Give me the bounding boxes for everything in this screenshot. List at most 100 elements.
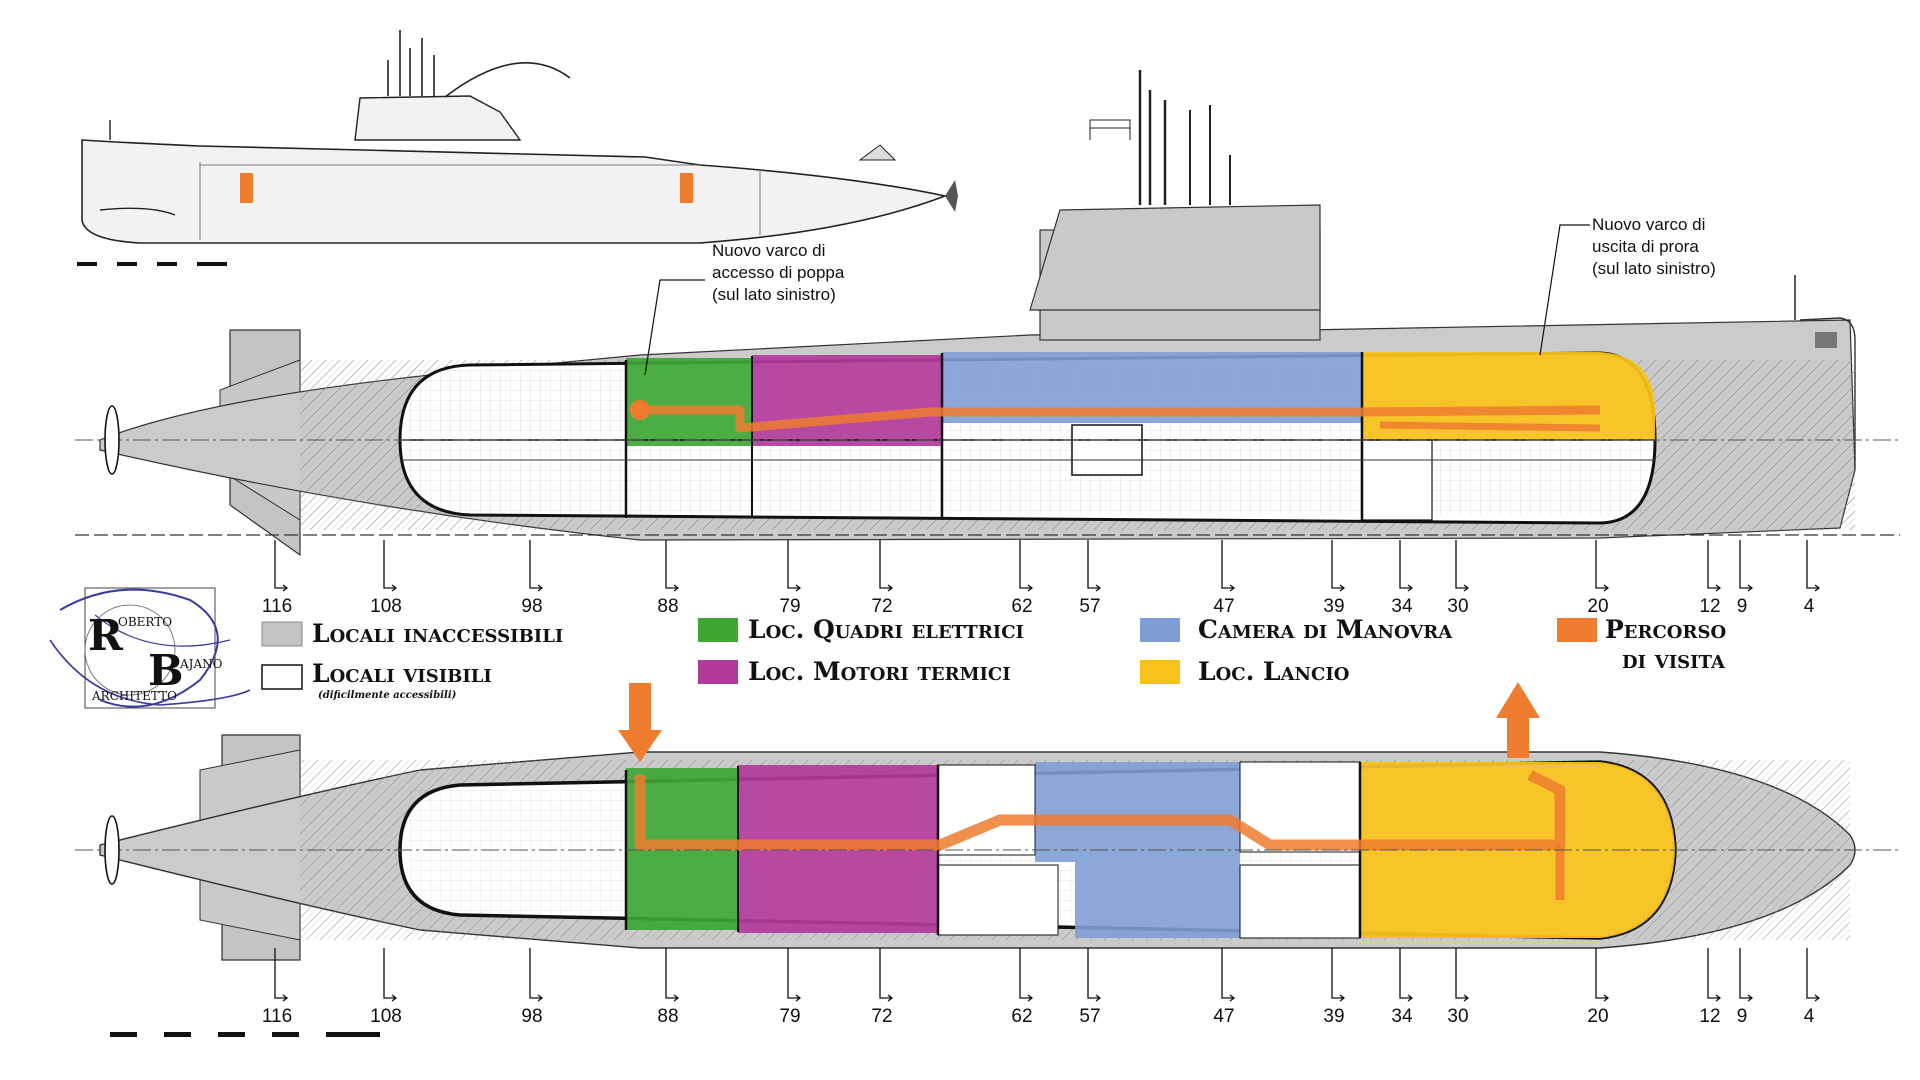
frame-tick xyxy=(529,540,544,592)
logo-name-oberto: OBERTO xyxy=(118,615,172,629)
legend-label-electrical: Loc. Quadri elettrici xyxy=(748,615,1024,644)
logo-name-ajano: AJANO xyxy=(179,657,223,671)
frame-label-79: 79 xyxy=(779,1006,800,1027)
frame-label-4: 4 xyxy=(1804,596,1815,617)
frame-tick xyxy=(1595,540,1610,592)
frame-tick xyxy=(1455,540,1470,592)
frame-tick xyxy=(1739,948,1754,1002)
frame-label-9: 9 xyxy=(1737,1006,1748,1027)
exit-arrow xyxy=(1496,682,1540,758)
frame-tick xyxy=(1707,948,1722,1002)
frame-tick xyxy=(1087,948,1102,1002)
logo-title: ARCHITETTO xyxy=(91,689,177,703)
frame-tick xyxy=(383,948,398,1002)
frame-tick xyxy=(1806,948,1821,1002)
bow-exit-line-2: uscita di prora xyxy=(1592,237,1699,256)
frame-tick xyxy=(787,948,802,1002)
frame-label-20: 20 xyxy=(1587,596,1608,617)
frame-tick xyxy=(665,948,680,1002)
legend-label-control: Camera di Manovra xyxy=(1198,615,1453,644)
frame-tick xyxy=(1221,948,1236,1002)
frame-label-72: 72 xyxy=(871,1006,892,1027)
frame-label-34: 34 xyxy=(1391,1006,1413,1027)
frame-label-62: 62 xyxy=(1011,596,1032,617)
frame-label-39: 39 xyxy=(1323,1006,1344,1027)
bow-exit-line-1: Nuovo varco di xyxy=(1592,215,1705,234)
callout-leaders xyxy=(644,224,1590,376)
profile-section xyxy=(75,70,1900,557)
frame-tick xyxy=(1331,948,1346,1002)
legend-label-inaccessible: Locali inaccessibili xyxy=(312,619,563,648)
legend-item-engines: Loc. Motori termici xyxy=(698,657,1011,686)
frame-markers-plan: 116 108 98 88 79 72 62 57 47 39 34 30 20 12 9 4 xyxy=(262,948,1821,1027)
frame-label-108: 108 xyxy=(370,1006,402,1027)
frame-label-57: 57 xyxy=(1079,596,1100,617)
frame-tick xyxy=(1019,948,1034,1002)
frame-tick xyxy=(1087,540,1102,592)
stern-access-annotation: Nuovo varco di accesso di poppa (sul lat… xyxy=(712,241,845,304)
frame-label-88: 88 xyxy=(657,1006,678,1027)
legend-label-visible: Locali visibili xyxy=(312,659,492,688)
stern-access-line-2: accesso di poppa xyxy=(712,263,845,282)
frame-label-20: 20 xyxy=(1587,1006,1608,1027)
legend-label-launch: Loc. Lancio xyxy=(1198,657,1349,686)
frame-label-116: 116 xyxy=(262,1006,292,1027)
side-elevation-thumbnail xyxy=(81,30,958,244)
frame-tick xyxy=(879,540,894,592)
frame-label-34: 34 xyxy=(1391,596,1413,617)
legend-label-route-1: Percorso xyxy=(1605,615,1726,644)
frame-tick xyxy=(787,540,802,592)
thumbnail-scale-bar xyxy=(77,262,227,266)
legend-item-electrical: Loc. Quadri elettrici xyxy=(698,615,1024,644)
architect-logo: R OBERTO B AJANO ARCHITETTO xyxy=(49,587,251,709)
frame-label-4: 4 xyxy=(1804,1006,1815,1027)
frame-label-98: 98 xyxy=(521,1006,542,1027)
legend-item-launch: Loc. Lancio xyxy=(1140,657,1349,686)
stern-access-line-1: Nuovo varco di xyxy=(712,241,825,260)
legend-note-visible: (dificilmente accessibili) xyxy=(318,690,457,701)
frame-tick xyxy=(1399,540,1414,592)
frame-tick xyxy=(1455,948,1470,1002)
legend-label-engines: Loc. Motori termici xyxy=(748,657,1011,686)
frame-label-57: 57 xyxy=(1079,1006,1100,1027)
bow-exit-line-3: (sul lato sinistro) xyxy=(1592,259,1716,278)
legend: Locali inaccessibili Locali visibili (di… xyxy=(261,615,1726,701)
frame-tick xyxy=(665,540,680,592)
plan-scale-bar xyxy=(110,1032,380,1037)
frame-label-39: 39 xyxy=(1323,596,1344,617)
legend-label-route-2: di visita xyxy=(1622,645,1726,674)
frame-tick xyxy=(274,540,289,592)
frame-label-30: 30 xyxy=(1447,1006,1468,1027)
entry-arrow xyxy=(618,683,662,762)
frame-label-12: 12 xyxy=(1699,1006,1720,1027)
frame-label-72: 72 xyxy=(871,596,892,617)
frame-tick xyxy=(1331,540,1346,592)
frame-tick xyxy=(1806,540,1821,592)
frame-label-47: 47 xyxy=(1213,596,1234,617)
frame-tick xyxy=(879,948,894,1002)
plan-section xyxy=(75,682,1900,961)
legend-item-visible: Locali visibili (dificilmente accessibil… xyxy=(261,659,492,701)
frame-label-62: 62 xyxy=(1011,1006,1032,1027)
frame-label-47: 47 xyxy=(1213,1006,1234,1027)
frame-label-108: 108 xyxy=(370,596,402,617)
bow-exit-annotation: Nuovo varco di uscita di prora (sul lato… xyxy=(1592,215,1716,278)
frame-tick xyxy=(1221,540,1236,592)
frame-tick xyxy=(1019,540,1034,592)
frame-tick xyxy=(1595,948,1610,1002)
legend-item-control: Camera di Manovra xyxy=(1140,615,1453,644)
legend-item-route: Percorso di visita xyxy=(1557,615,1726,674)
frame-label-79: 79 xyxy=(779,596,800,617)
frame-tick xyxy=(1707,540,1722,592)
frame-label-88: 88 xyxy=(657,596,678,617)
frame-label-12: 12 xyxy=(1699,596,1720,617)
frame-tick xyxy=(383,540,398,592)
frame-label-30: 30 xyxy=(1447,596,1468,617)
frame-tick xyxy=(529,948,544,1002)
frame-label-98: 98 xyxy=(521,596,542,617)
logo-initial-b: B xyxy=(148,646,184,695)
legend-item-inaccessible: Locali inaccessibili xyxy=(261,619,563,648)
frame-tick xyxy=(1399,948,1414,1002)
